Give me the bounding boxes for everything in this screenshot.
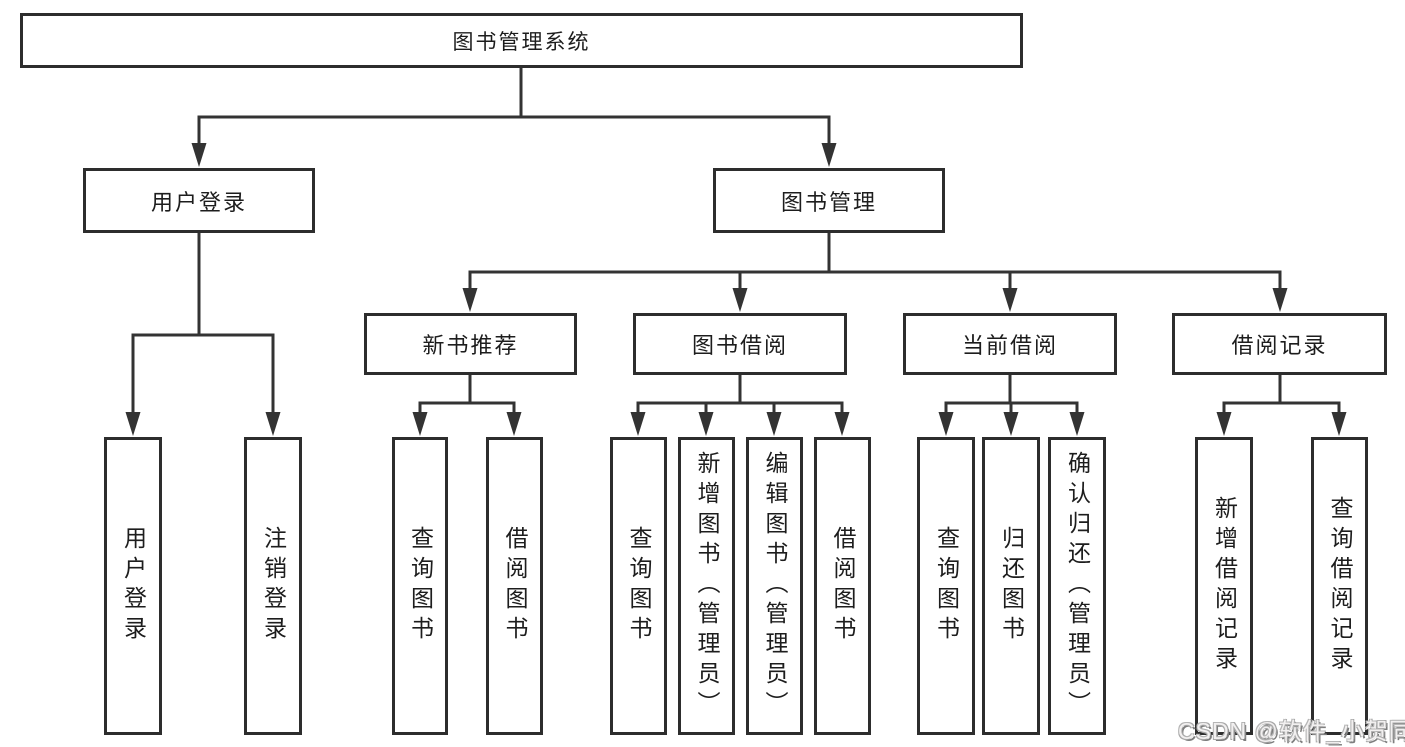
node-label: 查询图书 [407,526,434,646]
node-label: 借阅记录 [1231,333,1328,358]
node-book-borrowing: 图书借阅 [633,313,847,375]
node-label: 借阅图书 [830,526,856,646]
leaf-add-books-admin: 新增图书（管理员） [678,437,735,735]
leaf-borrow-books-recommend: 借阅图书 [486,437,543,735]
leaf-query-borrow-record: 查询借阅记录 [1311,437,1368,735]
node-user-login: 用户登录 [83,168,315,233]
leaf-edit-books-admin: 编辑图书（管理员） [746,437,803,735]
node-label: 新增图书（管理员） [694,451,720,721]
node-label: 图书管理 [780,189,877,215]
node-label: 新增借阅记录 [1211,496,1238,676]
csdn-watermark: CSDN @软件_小贺同学 [1178,718,1405,744]
leaf-logout: 注销登录 [244,437,302,735]
node-borrowing-records: 借阅记录 [1172,313,1387,375]
node-label: 新书推荐 [422,333,519,358]
connector-book-borrow-to-leaves [630,373,850,436]
node-current-borrowing: 当前借阅 [903,313,1117,375]
node-label: 图书借阅 [691,333,788,358]
node-label: 借阅图书 [502,526,528,646]
node-label: 注销登录 [260,526,287,646]
node-label: 确认归还（管理员） [1064,451,1091,721]
node-label: 编辑图书（管理员） [762,451,788,721]
leaf-query-books-borrow: 查询图书 [610,437,667,735]
node-new-book-recommendation: 新书推荐 [364,313,577,375]
node-label: 归还图书 [998,526,1025,646]
leaf-query-books-current: 查询图书 [917,437,975,735]
connector-root-to-level2 [191,66,837,167]
node-label: 查询图书 [933,526,960,646]
node-label: 查询图书 [626,526,652,646]
node-label: 当前借阅 [961,333,1058,358]
node-library-management-system: 图书管理系统 [20,13,1023,68]
leaf-confirm-return-admin: 确认归还（管理员） [1048,437,1106,735]
connector-user-login-to-leaves [125,231,281,436]
connector-borrow-record-to-leaves [1216,373,1347,436]
leaf-user-login: 用户登录 [104,437,162,735]
connector-book-mgmt-to-level3 [462,231,1288,312]
connector-current-borrow-to-leaves [938,373,1085,436]
node-book-management: 图书管理 [713,168,945,233]
node-label: 查询借阅记录 [1327,496,1353,676]
leaf-add-borrow-record: 新增借阅记录 [1195,437,1253,735]
leaf-return-books: 归还图书 [982,437,1040,735]
node-label: 用户登录 [150,189,247,215]
connector-new-book-to-leaves [412,373,522,436]
node-label: 图书管理系统 [452,30,591,54]
leaf-borrow-books: 借阅图书 [814,437,871,735]
leaf-query-books-recommend: 查询图书 [392,437,448,735]
node-label: 用户登录 [120,526,147,646]
